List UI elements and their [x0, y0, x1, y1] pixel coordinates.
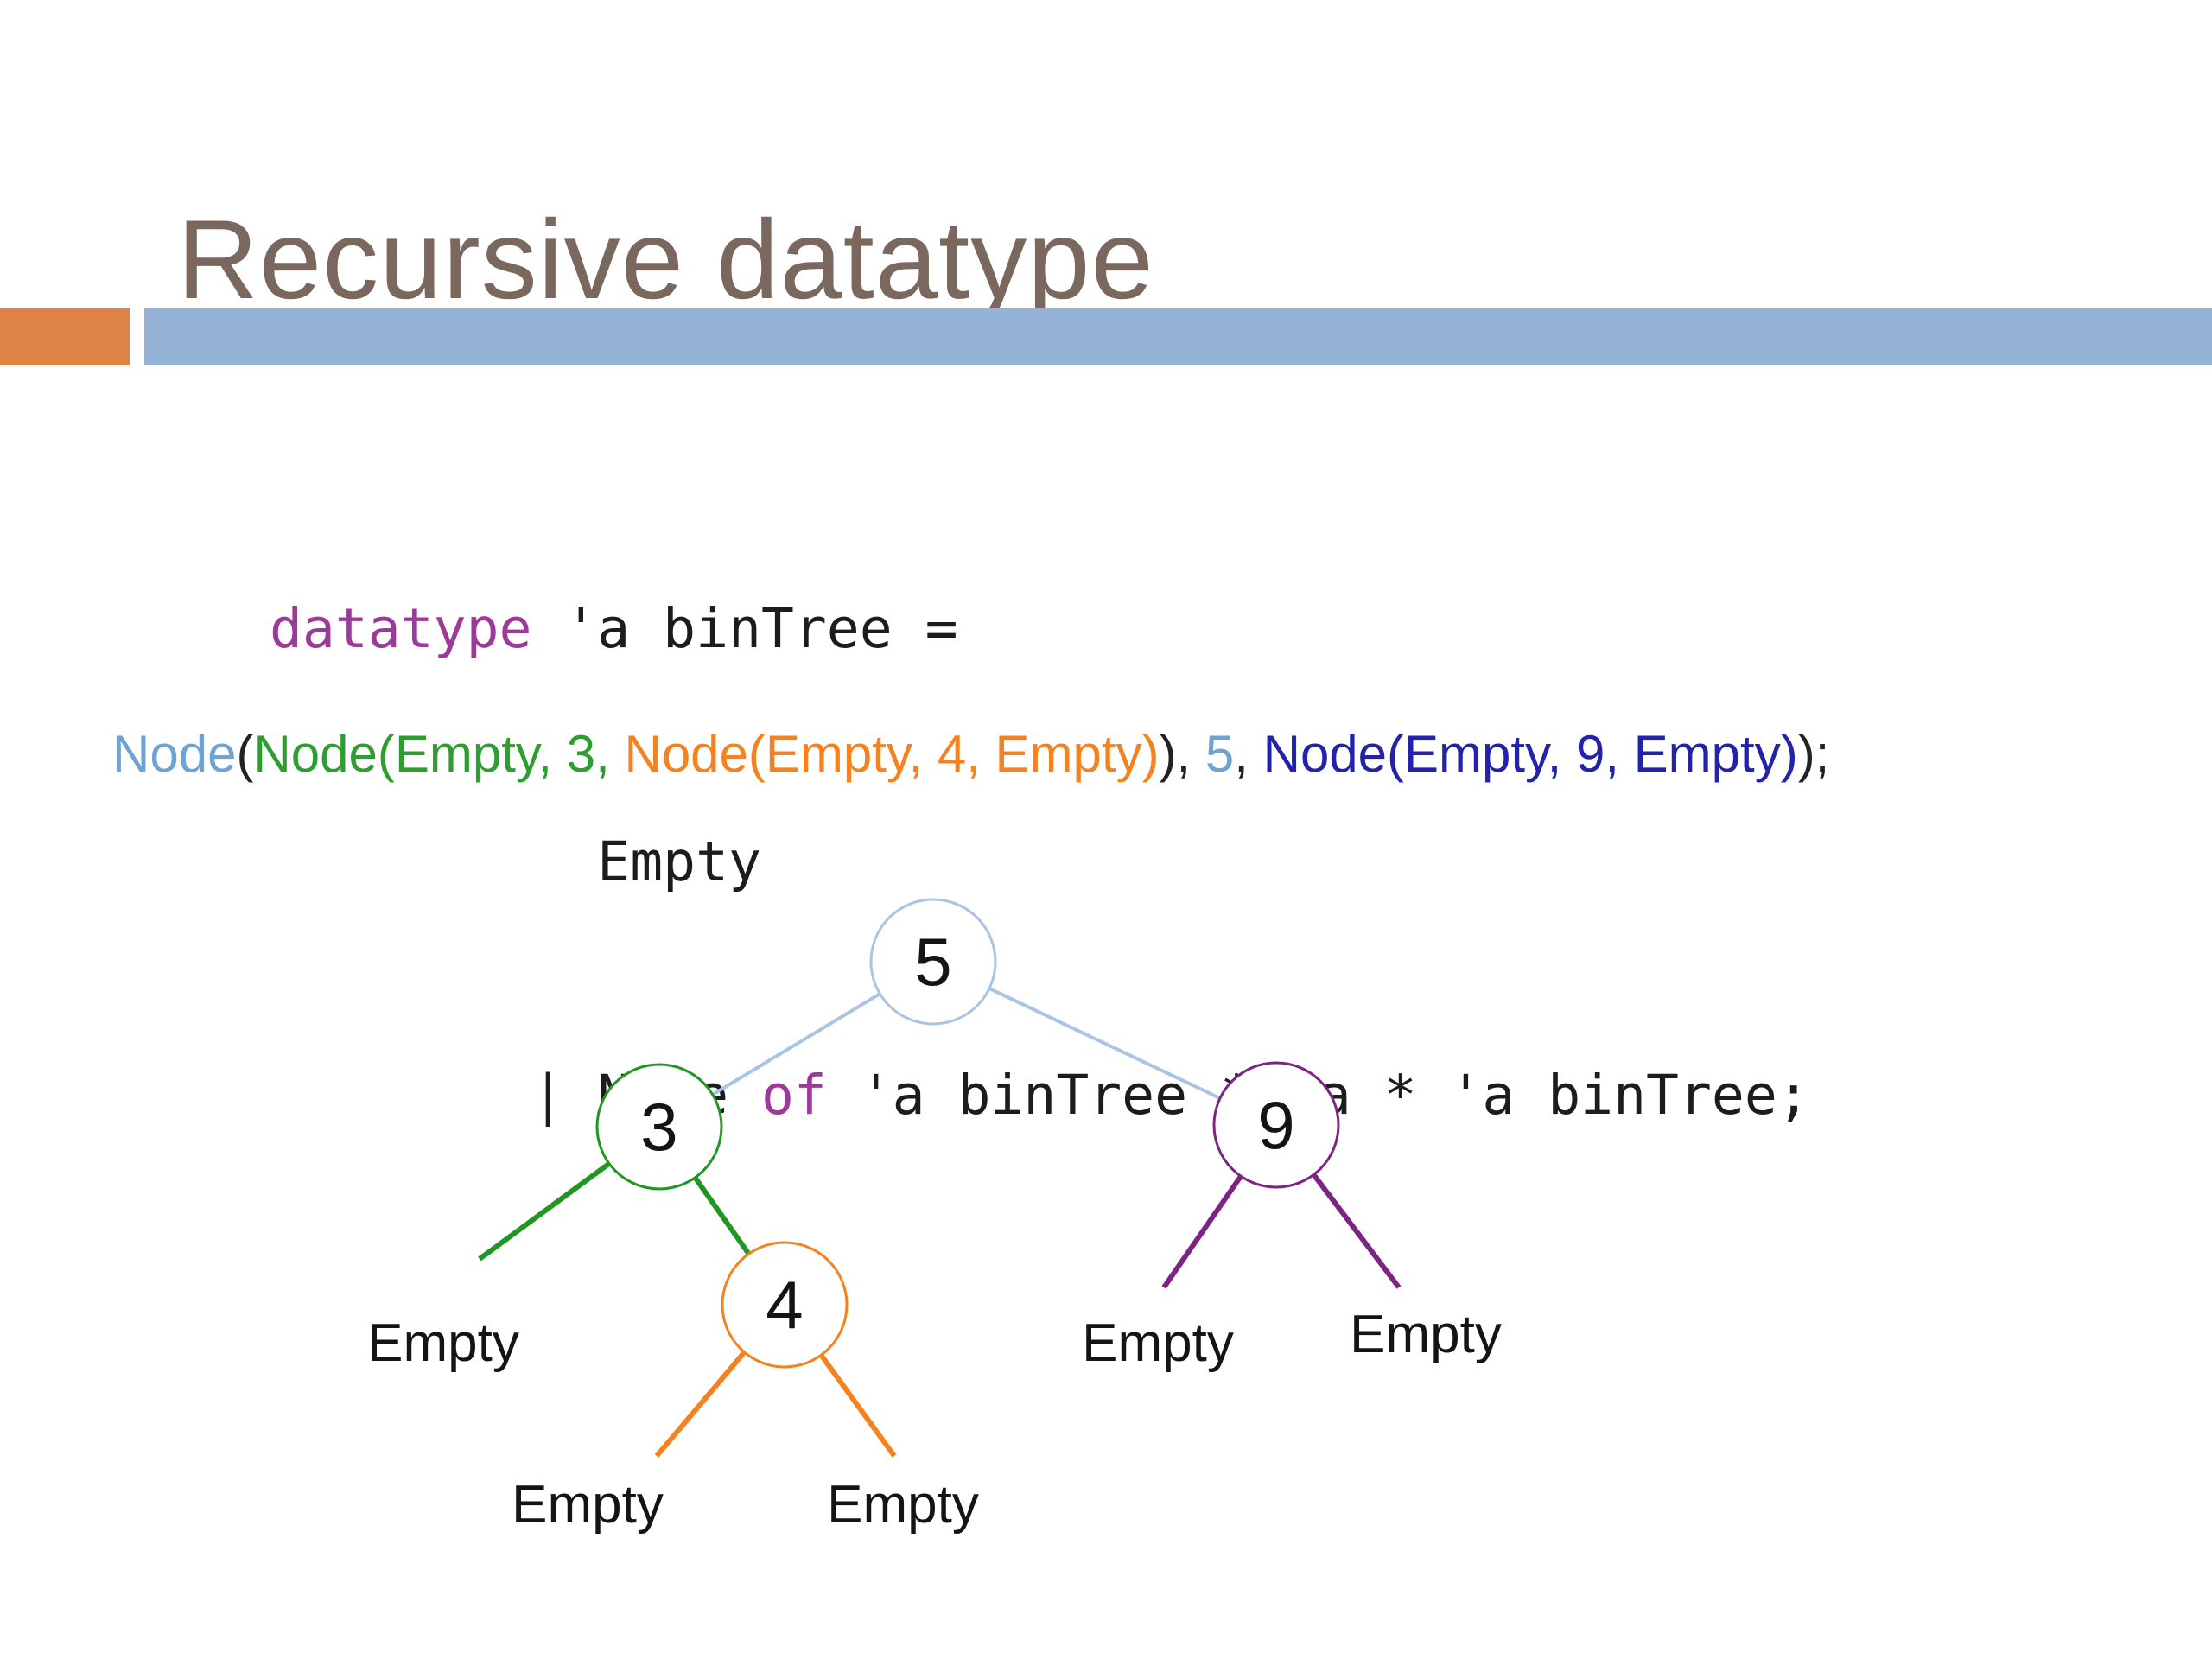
code-text: 'a binTree = — [531, 597, 958, 660]
expr-paren-comma: ), — [1159, 725, 1205, 783]
accent-bar-blue — [144, 308, 2212, 365]
code-line-empty: Empty — [270, 823, 1810, 901]
code-text: Empty — [270, 830, 761, 893]
expr-node-left-right: Node(Empty, 4, Empty) — [624, 725, 1160, 783]
expression-line: Node(Node(Empty, 3, Node(Empty, 4, Empty… — [112, 724, 1829, 785]
code-text: 'a binTree * 'a * 'a binTree; — [859, 1064, 1810, 1127]
expr-close-semicolon: ); — [1797, 725, 1830, 783]
tree-node-left-value: 3 — [640, 1089, 677, 1165]
expr-root-value: 5 — [1205, 725, 1235, 783]
expr-paren: ( — [236, 725, 254, 783]
page-title: Recursive datatype — [177, 196, 1154, 323]
empty-label-right-l: Empty — [1082, 1313, 1234, 1373]
tree-node-left — [595, 1063, 723, 1191]
empty-label-left: Empty — [367, 1313, 519, 1373]
keyword-datatype: datatype — [270, 597, 532, 660]
expr-node-right: Node(Empty, 9, Empty) — [1262, 725, 1798, 783]
tree-node-right — [1212, 1061, 1340, 1189]
expr-comma: , — [1234, 725, 1263, 783]
tree-node-root — [869, 898, 997, 1026]
empty-label-right-r: Empty — [1350, 1305, 1502, 1364]
expr-node-root: Node — [112, 725, 237, 783]
tree-node-left-right-value: 4 — [766, 1267, 803, 1343]
expr-node-left: Node(Empty, 3, — [253, 725, 625, 783]
tree-node-root-value: 5 — [914, 924, 951, 1000]
tree-node-right-value: 9 — [1257, 1087, 1294, 1163]
empty-label-leftright-l: Empty — [512, 1475, 664, 1535]
empty-label-leftright-r: Empty — [827, 1475, 979, 1535]
tree-node-left-right — [721, 1241, 849, 1369]
accent-bar-orange — [0, 308, 130, 365]
code-line-datatype: datatype 'a binTree = — [270, 590, 1810, 668]
keyword-of: of — [760, 1064, 827, 1127]
